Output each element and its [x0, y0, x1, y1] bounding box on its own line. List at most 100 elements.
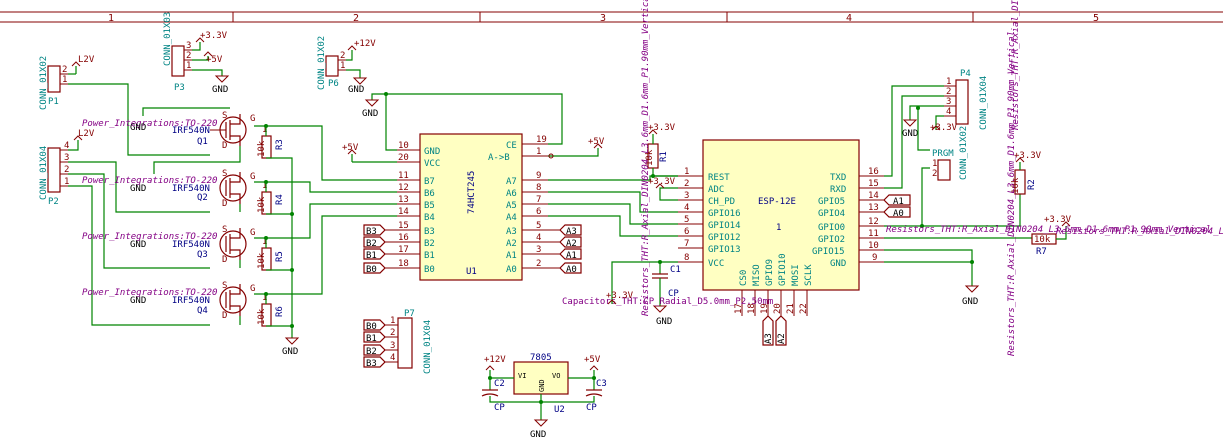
p3-value: CONN_01X03 — [163, 12, 173, 66]
u1-value: 74HCT245 — [467, 171, 477, 214]
svg-text:16: 16 — [398, 233, 409, 243]
p1-value: CONN_01X02 — [39, 56, 49, 110]
svg-text:G: G — [250, 172, 255, 182]
u1-a-labels: A3 A2 A1 A0 — [559, 224, 582, 275]
svg-text:3: 3 — [684, 191, 689, 201]
frame-col-5: 5 — [1093, 13, 1099, 24]
svg-text:GPIO13: GPIO13 — [708, 245, 741, 255]
svg-text:1: 1 — [62, 75, 67, 85]
connector-prgm: 1 2 PRGM CONN_01X02 — [932, 126, 969, 181]
svg-text:GPIO2: GPIO2 — [818, 235, 845, 245]
mosfet-q1: G S D IRF540N Q1 Power_Integrations:TO-2… — [82, 107, 255, 151]
svg-text:+3.3V: +3.3V — [930, 123, 958, 133]
regulator-u2: 7805 VI VO GND U2 +12V +5V C2 C2 CP C3 C… — [481, 353, 607, 440]
svg-text:ADC: ADC — [708, 185, 724, 195]
svg-text:R3: R3 — [275, 139, 285, 150]
svg-text:1: 1 — [390, 316, 395, 326]
svg-text:B7: B7 — [424, 177, 435, 187]
svg-text:A->B: A->B — [488, 153, 510, 163]
svg-text:GPIO5: GPIO5 — [818, 197, 845, 207]
svg-text:1: 1 — [536, 147, 541, 157]
q2-footprint: Power_Integrations:TO-220 — [82, 176, 217, 186]
svg-text:+5V: +5V — [342, 143, 359, 153]
u1-ref: U1 — [466, 267, 477, 277]
svg-text:GND: GND — [212, 85, 228, 95]
svg-text:15: 15 — [868, 179, 879, 189]
resistor-r1: +3.3V 10k R1 Resistors_THT:R_Axial_DIN02… — [641, 0, 678, 316]
svg-text:GND: GND — [282, 347, 298, 357]
svg-text:10k: 10k — [1034, 235, 1051, 245]
svg-text:D: D — [222, 199, 227, 209]
svg-text:+3.3V: +3.3V — [1014, 151, 1042, 161]
p7-ref: P7 — [404, 309, 415, 319]
svg-text:3: 3 — [186, 41, 191, 51]
esp-subref: 1 — [776, 223, 781, 233]
svg-text:3: 3 — [390, 341, 395, 351]
svg-text:GND: GND — [530, 430, 546, 440]
svg-text:C2: C2 — [494, 379, 505, 389]
svg-text:GPIO15: GPIO15 — [812, 247, 845, 257]
svg-text:10k: 10k — [257, 140, 267, 157]
svg-text:22: 22 — [799, 303, 809, 314]
p6-ref: P6 — [328, 79, 339, 89]
svg-text:+3.3V: +3.3V — [606, 291, 634, 301]
svg-text:TXD: TXD — [830, 173, 846, 183]
svg-text:1: 1 — [262, 125, 267, 135]
q4-value: IRF540N — [172, 296, 210, 306]
svg-text:GPIO12: GPIO12 — [708, 233, 741, 243]
svg-text:D: D — [222, 255, 227, 265]
svg-text:C3: C3 — [596, 379, 607, 389]
frame-col-3: 3 — [600, 13, 606, 24]
connector-p7: 1 2 3 4 P7 CONN_01X04 B0 B1 B2 B3 — [363, 309, 433, 374]
q1-footprint: Power_Integrations:TO-220 — [82, 119, 217, 129]
svg-text:10k: 10k — [257, 308, 267, 325]
svg-text:GND: GND — [348, 85, 364, 95]
frame-col-1: 1 — [108, 13, 114, 24]
svg-text:GND: GND — [424, 147, 440, 157]
u1-b-labels: B3 B2 B1 B0 — [363, 224, 386, 275]
svg-text:2: 2 — [932, 169, 937, 179]
svg-text:GND: GND — [130, 123, 146, 133]
svg-text:+3.3V: +3.3V — [648, 123, 676, 133]
svg-text:C1: C1 — [670, 265, 681, 275]
svg-text:B2: B2 — [424, 239, 435, 249]
svg-text:A5: A5 — [506, 201, 517, 211]
r7-footprint-v: Resistors_THT:R_Axial_DIN0204_L3.6mm_D1.… — [1007, 31, 1017, 356]
p2-ref: P2 — [48, 197, 59, 207]
svg-text:A0: A0 — [893, 209, 904, 219]
u1-right-pins: CE A->B A7 A6 A5 A4 A3 A2 A1 A0 19 1 9 8… — [488, 135, 560, 275]
q4-footprint: Power_Integrations:TO-220 — [82, 288, 217, 298]
resistor-r7: +3.3V 10k R7 Resistors_THT:R_Axial_DIN02… — [886, 31, 1223, 356]
svg-text:10k: 10k — [257, 196, 267, 213]
svg-text:12: 12 — [398, 183, 409, 193]
svg-text:B2: B2 — [366, 239, 377, 249]
q3-footprint: Power_Integrations:TO-220 — [82, 232, 217, 242]
svg-text:4: 4 — [684, 203, 689, 213]
svg-text:G: G — [250, 284, 255, 294]
svg-text:B3: B3 — [366, 359, 377, 369]
svg-text:21: 21 — [786, 303, 796, 314]
connector-p1: 2 1 CONN_01X02 P1 L2V — [39, 55, 210, 156]
svg-text:GND: GND — [830, 259, 846, 269]
svg-text:13: 13 — [868, 203, 879, 213]
svg-text:CH_PD: CH_PD — [708, 197, 735, 207]
svg-text:17: 17 — [398, 245, 409, 255]
svg-text:19: 19 — [536, 135, 547, 145]
svg-text:B3: B3 — [424, 227, 435, 237]
esp-right-labels: A1 A0 — [883, 194, 911, 219]
svg-text:1: 1 — [186, 61, 191, 71]
svg-text:20: 20 — [773, 303, 783, 314]
svg-text:CE: CE — [506, 141, 517, 151]
svg-text:GND: GND — [656, 317, 672, 327]
svg-text:GND: GND — [902, 129, 918, 139]
svg-text:+3.3V: +3.3V — [648, 177, 676, 187]
q3-ref: Q3 — [197, 250, 208, 260]
resistor-r5: 10k R5 1 — [257, 237, 285, 271]
q2-ref: Q2 — [197, 193, 208, 203]
esp-bottom-pins: CS0 MISO GPIO9 GPIO10 MOSI SCLK 17 18 19… — [734, 253, 814, 316]
c1-footprint: Capacitors_THT:CP_Radial_D5.0mm_P2.50mm — [562, 297, 773, 307]
connector-p3: 3 2 1 CONN_01X03 P3 +3.3V +5V GND — [163, 12, 230, 95]
svg-text:B6: B6 — [424, 189, 435, 199]
svg-text:20: 20 — [398, 153, 409, 163]
